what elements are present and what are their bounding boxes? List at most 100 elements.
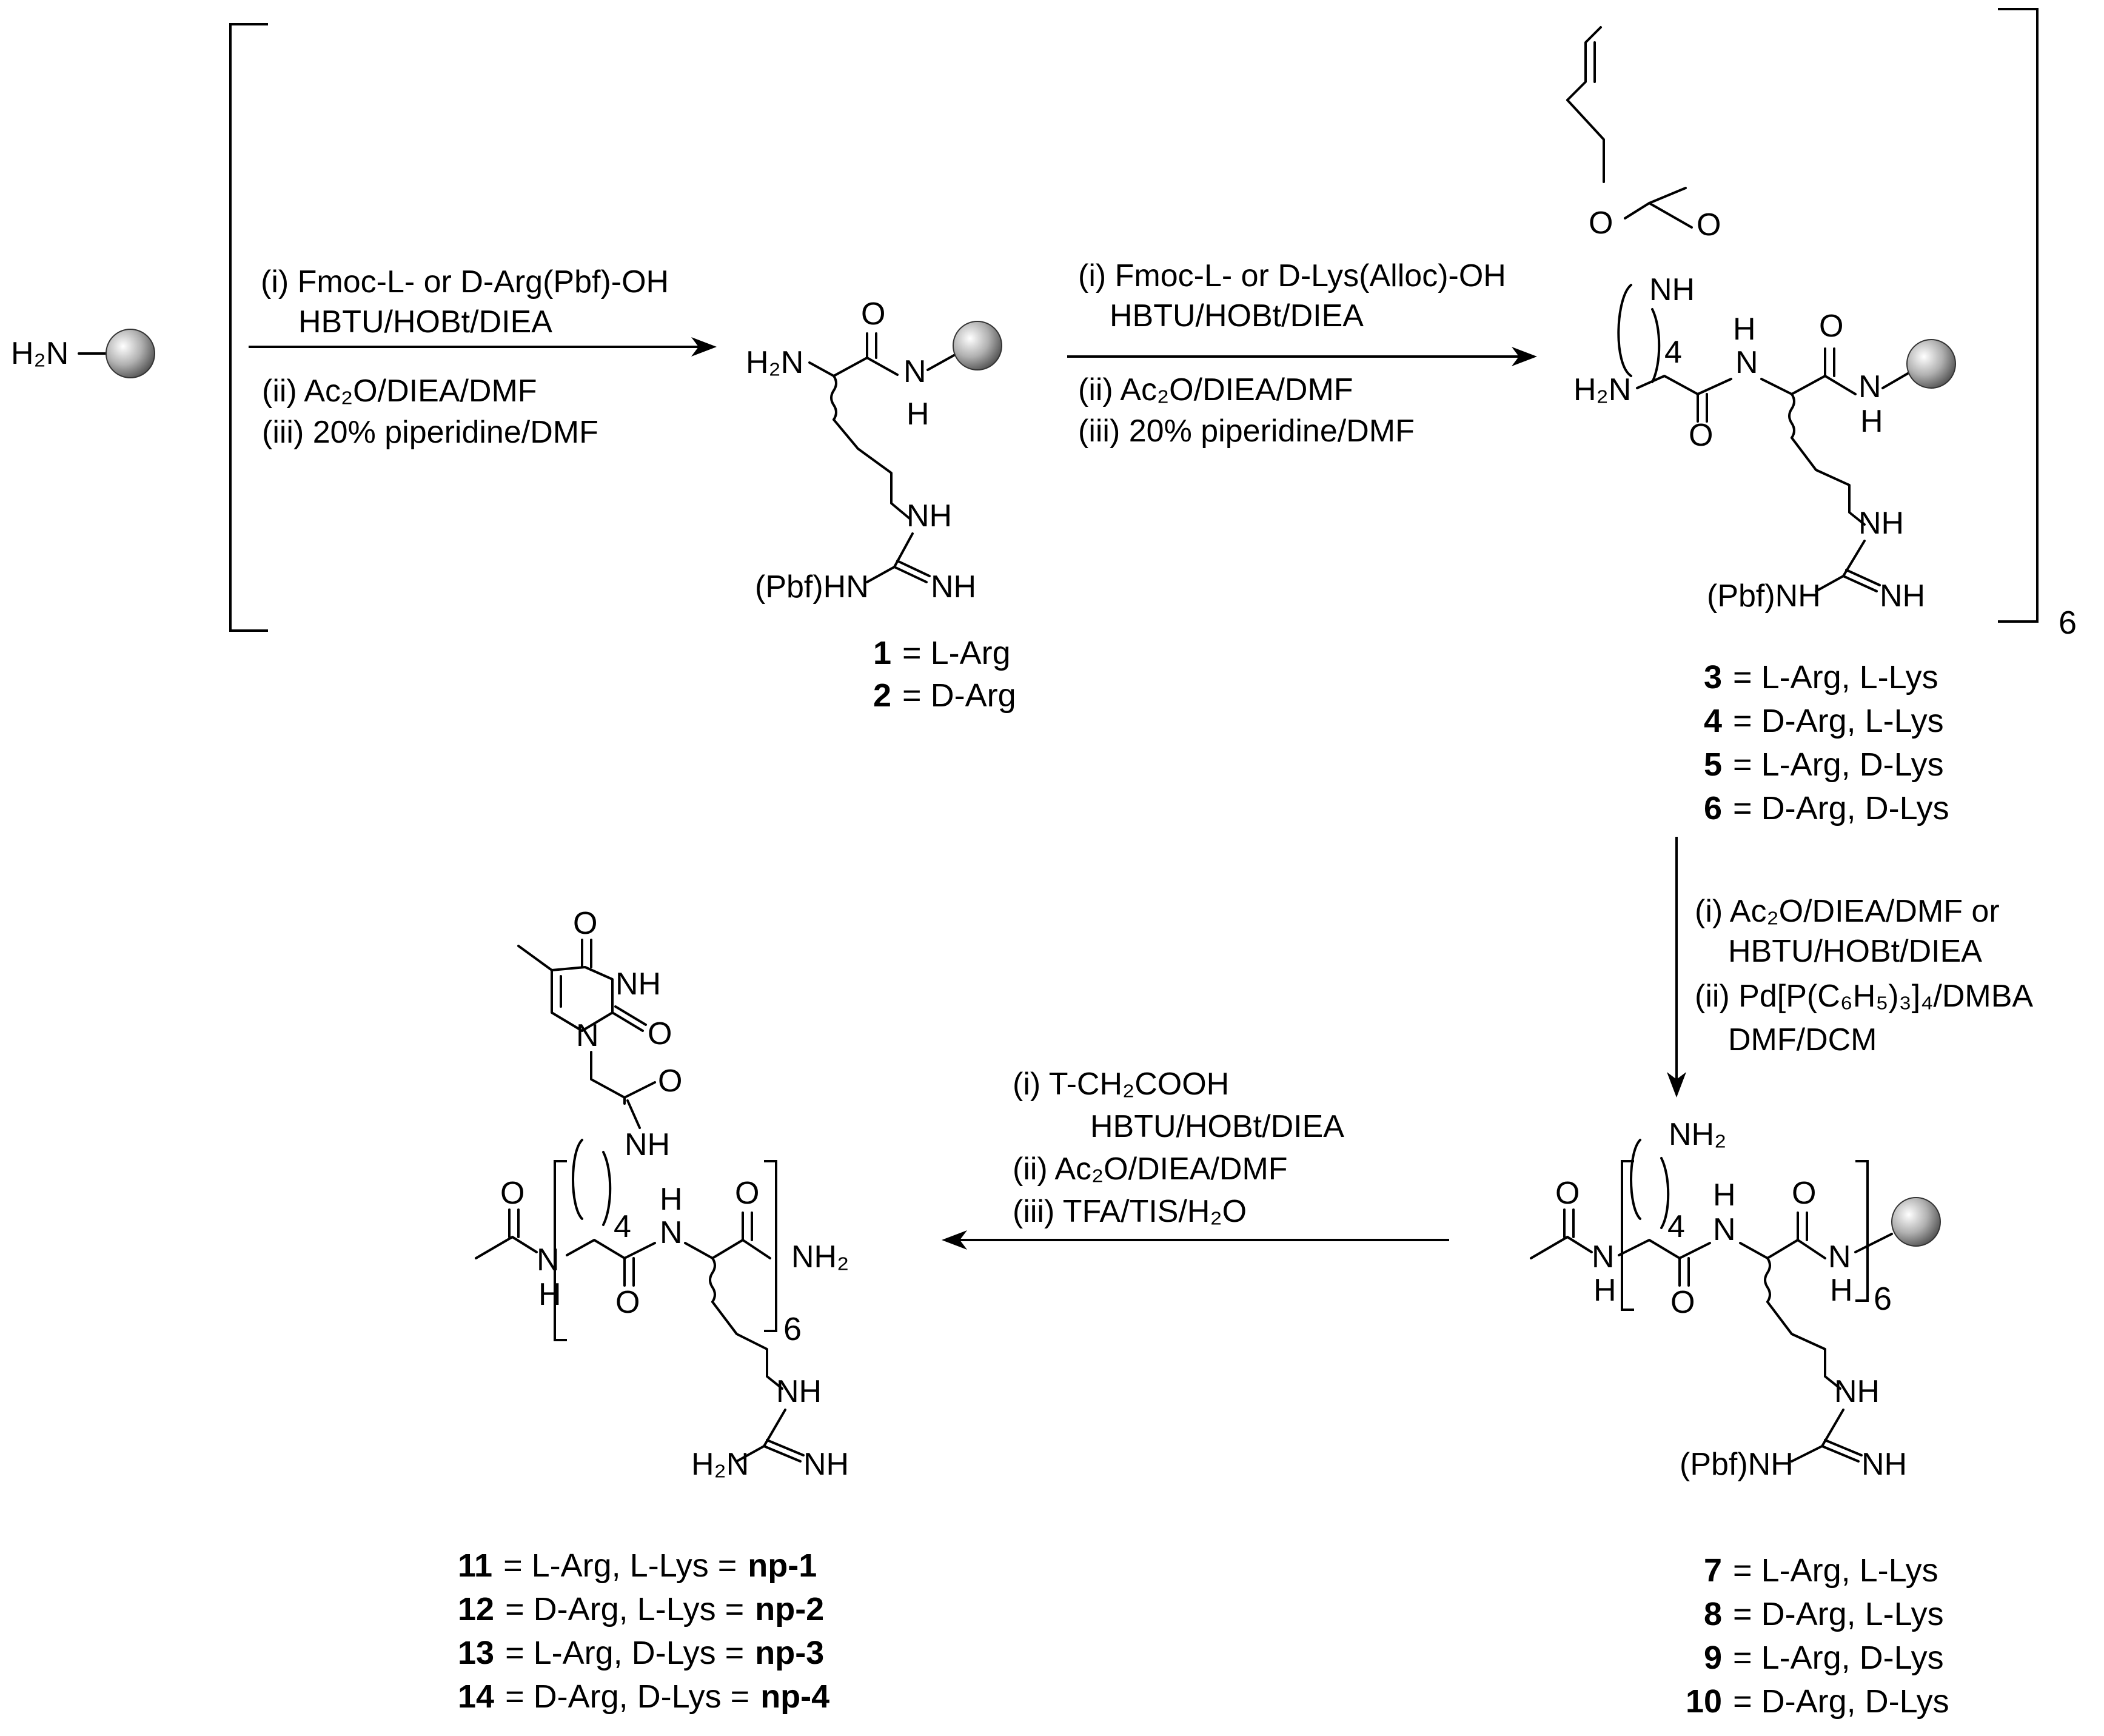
- step1-reagent: (i) Fmoc-L- or D-Arg(Pbf)-OH: [261, 264, 669, 300]
- atom-label: NH: [906, 498, 952, 534]
- compound-caption: 8= D-Arg, L-Lys: [1704, 1596, 1944, 1632]
- compound-3-6-captions: 3= L-Arg, L-Lys 4= D-Arg, L-Lys 5= L-Arg…: [1704, 659, 1949, 826]
- compound-number: 9: [1704, 1640, 1722, 1676]
- compound-caption: 5= L-Arg, D-Lys: [1704, 746, 1944, 783]
- step4-reagent: (iii) TFA/TIS/H₂O: [1013, 1194, 1247, 1229]
- inner-bracket-left: [1621, 1160, 1634, 1311]
- compound-7-10-captions: 7= L-Arg, L-Lys 8= D-Arg, L-Lys 9= L-Arg…: [1686, 1552, 1949, 1720]
- compound-caption: 6= D-Arg, D-Lys: [1704, 790, 1949, 826]
- wavy-stereo-bond: [1788, 393, 1795, 439]
- atom-label: NH: [615, 967, 661, 1002]
- step1-reagent: HBTU/HOBt/DIEA: [298, 304, 552, 340]
- step3-arrowhead: [1667, 1072, 1686, 1098]
- chain-paren-right: [602, 1151, 612, 1226]
- atom-label: O: [658, 1064, 682, 1099]
- chain-paren-left: [1617, 284, 1632, 377]
- alloc-bonds: [1566, 99, 1605, 183]
- resin-link-bond: [1881, 372, 1910, 389]
- guanidine-bond: [735, 1445, 765, 1463]
- atom-label: N: [1592, 1239, 1615, 1275]
- compound-number: 14: [458, 1678, 494, 1715]
- inner-bracket-left: [554, 1160, 567, 1341]
- compound-number: 10: [1686, 1683, 1722, 1720]
- resin-link-bond: [926, 354, 956, 371]
- guanidine-bond: [1845, 569, 1881, 586]
- bracket-right: [1998, 8, 2039, 623]
- compound-7-10-structure: O N H NH₂ 4 H N O O N H 6 NH (Pbf)NH NH: [1530, 1117, 1941, 1482]
- atom-label: (Pbf)NH: [1680, 1447, 1794, 1482]
- atom-label: (Pbf)HN: [755, 569, 869, 605]
- atom-label: O: [573, 906, 597, 941]
- atom-label: H₂N: [746, 345, 803, 380]
- atom-label: H₂N: [1573, 372, 1631, 407]
- step1-arrow-group: (i) Fmoc-L- or D-Arg(Pbf)-OH HBTU/HOBt/D…: [249, 264, 717, 450]
- step4-reagent: (i) T-CH₂COOH: [1013, 1067, 1229, 1102]
- chain-paren-right: [1651, 308, 1661, 383]
- compound-caption: 9= L-Arg, D-Lys: [1704, 1640, 1944, 1676]
- step4-arrowhead: [942, 1230, 967, 1250]
- compound-1-2-structure: H₂N O N H NH (Pbf)HN NH: [746, 297, 1002, 605]
- compound-caption: 4= D-Arg, L-Lys: [1704, 703, 1944, 739]
- inner-bracket-right: [1855, 1160, 1869, 1302]
- guanidine-bond: [763, 1445, 802, 1463]
- side-chain-bonds: [1791, 437, 1866, 526]
- compound-number: 4: [1704, 703, 1722, 739]
- carbamate-bond: [1648, 202, 1693, 229]
- bracket-left: [229, 23, 268, 632]
- atom-label: H: [1830, 1273, 1853, 1308]
- compound-caption: 2= D-Arg: [873, 677, 1016, 714]
- compound-number: 2: [873, 677, 891, 714]
- step4-reagent: (ii) Ac₂O/DIEA/DMF: [1013, 1151, 1288, 1187]
- compound-number: 3: [1704, 659, 1722, 695]
- atom-label: NH: [931, 569, 976, 605]
- backbone-bonds: [684, 1239, 771, 1259]
- atom-label: O: [1689, 418, 1713, 453]
- compound-11-14-structure: O NH O N O NH O N H 4 H N O O 6: [475, 906, 849, 1482]
- atom-label: H: [1713, 1178, 1736, 1213]
- backbone-bonds: [1739, 1239, 1826, 1259]
- backbone-bonds: [808, 357, 899, 377]
- compound-number: 12: [458, 1591, 494, 1627]
- atom-label: N: [1858, 369, 1881, 404]
- step4-reagent: HBTU/HOBt/DIEA: [1090, 1109, 1344, 1144]
- backbone-bonds: [1618, 1239, 1711, 1259]
- chain-paren-left: [572, 1139, 583, 1220]
- atom-label: NH: [1880, 578, 1925, 614]
- guanidine-bond: [866, 566, 896, 583]
- step2-arrowhead: [1512, 347, 1537, 366]
- atom-label: H₂N: [691, 1447, 749, 1482]
- atom-label: O: [1670, 1285, 1695, 1320]
- atom-label: H: [1593, 1273, 1617, 1308]
- resin-link-bond: [1854, 1233, 1893, 1253]
- bracket-repeat-count: 6: [2059, 605, 2077, 641]
- compound-caption: 10= D-Arg, D-Lys: [1686, 1683, 1949, 1720]
- compound-caption: 13= L-Arg, D-Lys =np-3: [458, 1635, 824, 1671]
- compound-number: 6: [1704, 790, 1722, 826]
- repeat-bracket: 6: [229, 8, 2077, 641]
- atom-label: N: [1828, 1239, 1851, 1275]
- atom-label: H: [660, 1182, 683, 1217]
- atom-label: N: [1713, 1212, 1736, 1247]
- atom-label: 4: [614, 1209, 631, 1244]
- compound-caption: 7= L-Arg, L-Lys: [1704, 1552, 1938, 1589]
- step1-arrowhead: [691, 337, 717, 357]
- atom-label: H: [906, 397, 930, 432]
- atom-label: 4: [1664, 335, 1682, 370]
- atom-label: 4: [1667, 1209, 1685, 1244]
- step2-reagent: (i) Fmoc-L- or D-Lys(Alloc)-OH: [1078, 258, 1506, 293]
- compound-caption: 11= L-Arg, L-Lys =np-1: [458, 1547, 817, 1584]
- inner-repeat-count: 6: [1874, 1281, 1892, 1317]
- atom-label: H: [1860, 404, 1883, 439]
- resin-amine-label: H₂N: [11, 336, 69, 371]
- compound-number: 11: [458, 1547, 492, 1584]
- chain-paren-left: [1630, 1139, 1641, 1220]
- wavy-stereo-bond: [830, 375, 837, 421]
- guanidine-bond: [1791, 1445, 1823, 1463]
- atom-label: NH: [1861, 1447, 1907, 1482]
- atom-label: H: [1733, 312, 1756, 347]
- step2-reagent: HBTU/HOBt/DIEA: [1110, 298, 1364, 333]
- thymine-c2-bond: [611, 1011, 644, 1032]
- step4-arrow-group: (i) T-CH₂COOH HBTU/HOBt/DIEA (ii) Ac₂O/D…: [942, 1067, 1449, 1250]
- guanidine-bond: [896, 560, 931, 577]
- allyl-bonds: [1566, 26, 1602, 101]
